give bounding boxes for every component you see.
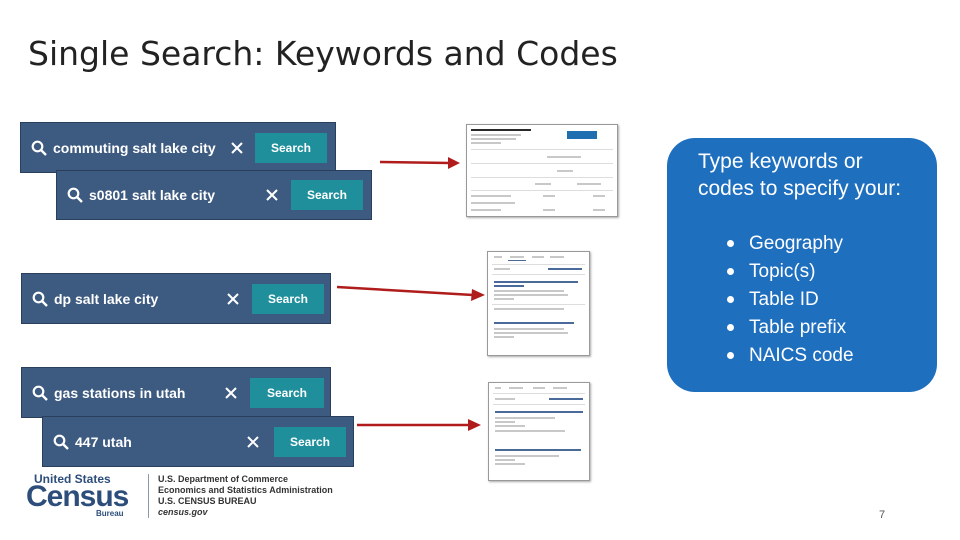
- list-item: Table prefix: [727, 314, 854, 342]
- page-number: 7: [879, 509, 886, 521]
- list-item: NAICS code: [727, 342, 854, 370]
- callout-heading: Type keywords or codes to specify your:: [698, 150, 902, 200]
- search-input[interactable]: s0801 salt lake city: [89, 187, 216, 203]
- search-bar-commuting: commuting salt lake city Search: [20, 122, 336, 173]
- search-button[interactable]: Search: [255, 132, 327, 163]
- search-input[interactable]: commuting salt lake city: [53, 139, 216, 156]
- clear-icon[interactable]: [226, 292, 240, 306]
- arrow-right-icon: [357, 419, 481, 431]
- search-bar-dp: dp salt lake city Search: [21, 273, 331, 324]
- search-icon: [53, 434, 69, 450]
- list-item: Table ID: [727, 286, 854, 314]
- clear-icon[interactable]: [246, 435, 260, 449]
- search-input[interactable]: dp salt lake city: [54, 290, 159, 307]
- clear-icon[interactable]: [230, 141, 244, 155]
- result-thumbnail-list: [487, 251, 590, 356]
- logo-divider: [148, 474, 149, 518]
- search-button[interactable]: Search: [252, 283, 324, 314]
- search-input[interactable]: gas stations in utah: [54, 384, 186, 401]
- arrow-right-icon: [337, 285, 485, 301]
- search-button[interactable]: Search: [291, 180, 363, 210]
- search-icon: [31, 140, 47, 156]
- list-item: Topic(s): [727, 258, 854, 286]
- clear-icon[interactable]: [224, 386, 238, 400]
- result-thumbnail-business: [488, 382, 590, 481]
- search-bar-gas: gas stations in utah Search: [21, 367, 331, 418]
- callout-list: Geography Topic(s) Table ID Table prefix…: [727, 230, 854, 370]
- list-item: Geography: [727, 230, 854, 258]
- search-bar-447: 447 utah Search: [42, 416, 354, 467]
- department-text: U.S. Department of Commerce Economics an…: [158, 474, 333, 517]
- search-icon: [32, 291, 48, 307]
- search-button[interactable]: Search: [274, 426, 346, 457]
- arrow-right-icon: [380, 157, 460, 169]
- search-icon: [67, 187, 83, 203]
- clear-icon[interactable]: [265, 188, 279, 202]
- result-thumbnail-table: [466, 124, 618, 217]
- search-button[interactable]: Search: [250, 377, 324, 408]
- search-icon: [32, 385, 48, 401]
- slide-title: Single Search: Keywords and Codes: [28, 34, 618, 73]
- search-input[interactable]: 447 utah: [75, 433, 132, 450]
- search-bar-s0801: s0801 salt lake city Search: [56, 170, 372, 220]
- callout-box: Type keywords or codes to specify your: …: [667, 138, 937, 392]
